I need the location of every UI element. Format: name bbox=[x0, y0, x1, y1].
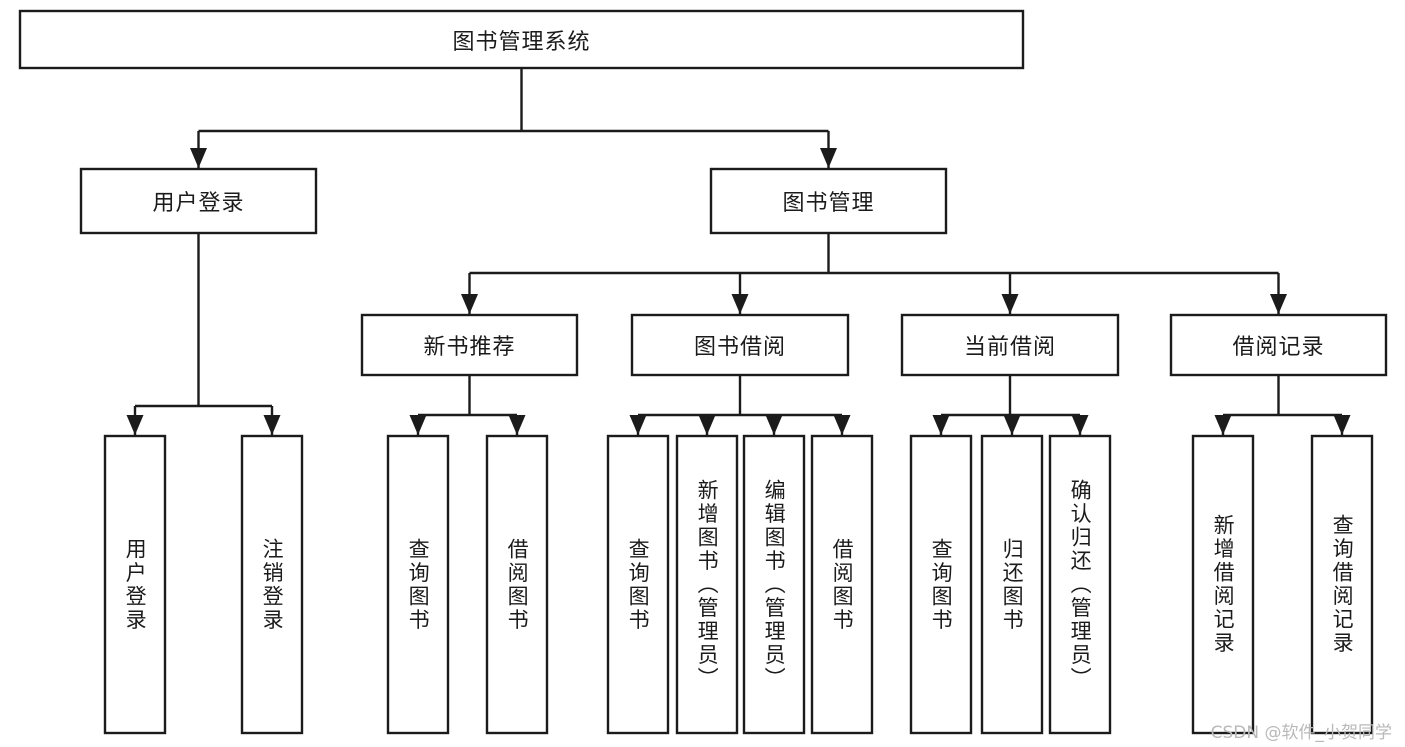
node-leaf-11[interactable] bbox=[1191, 434, 1255, 735]
l3-1-arrow-1 bbox=[698, 415, 716, 435]
node-level3-2[interactable] bbox=[900, 313, 1120, 377]
l3-1-arrow-0 bbox=[629, 415, 647, 435]
book-mgmt-arrow-0 bbox=[461, 294, 478, 314]
connector-lines bbox=[126, 68, 1351, 435]
l3-0-arrow-1 bbox=[508, 415, 526, 435]
l3-0-arrow-0 bbox=[409, 415, 427, 435]
node-leaf-2[interactable] bbox=[386, 434, 450, 735]
node-level2-0[interactable] bbox=[79, 167, 318, 235]
root-arrow-1 bbox=[820, 148, 837, 168]
node-leaf-6[interactable] bbox=[742, 434, 806, 735]
l3-3-arrow-0 bbox=[1214, 415, 1232, 435]
book-mgmt-arrow-2 bbox=[1001, 294, 1019, 314]
node-leaf-0[interactable] bbox=[103, 434, 167, 735]
user-login-arrow-0 bbox=[126, 415, 144, 435]
node-leaf-3[interactable] bbox=[485, 434, 549, 735]
l3-1-arrow-3 bbox=[833, 415, 851, 435]
node-leaf-12[interactable] bbox=[1310, 434, 1374, 735]
node-root[interactable] bbox=[18, 9, 1025, 70]
node-level3-1[interactable] bbox=[630, 313, 850, 377]
node-leaf-10[interactable] bbox=[1048, 434, 1112, 735]
l3-2-arrow-0 bbox=[932, 415, 950, 435]
node-leaf-5[interactable] bbox=[675, 434, 739, 735]
node-level3-3[interactable] bbox=[1169, 313, 1388, 377]
node-leaf-9[interactable] bbox=[980, 434, 1044, 735]
node-level3-0[interactable] bbox=[360, 313, 579, 377]
node-leaf-7[interactable] bbox=[810, 434, 874, 735]
node-leaf-4[interactable] bbox=[606, 434, 670, 735]
l3-2-arrow-2 bbox=[1071, 415, 1089, 435]
user-login-arrow-1 bbox=[263, 415, 281, 435]
book-mgmt-arrow-1 bbox=[731, 294, 749, 314]
node-level2-1[interactable] bbox=[709, 167, 948, 235]
node-leaf-1[interactable] bbox=[240, 434, 304, 735]
node-boxes bbox=[18, 9, 1388, 735]
book-mgmt-arrow-3 bbox=[1270, 294, 1287, 314]
l3-2-arrow-1 bbox=[1003, 415, 1021, 435]
node-leaf-8[interactable] bbox=[909, 434, 973, 735]
l3-1-arrow-2 bbox=[765, 415, 783, 435]
root-arrow-0 bbox=[190, 148, 207, 168]
l3-3-arrow-1 bbox=[1333, 415, 1351, 435]
